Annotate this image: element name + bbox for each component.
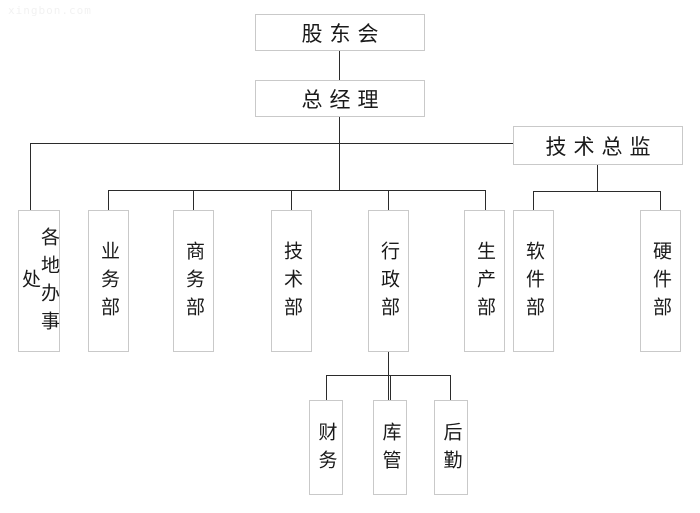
connector-shareholders-to-gm <box>339 50 340 81</box>
connector-drop-production <box>485 190 486 210</box>
node-production-dept[interactable]: 生产部 <box>464 210 505 352</box>
node-tech-director-label: 技术总监 <box>545 134 658 159</box>
node-hardware-dept-label: 硬件部 <box>650 241 672 325</box>
node-business-dept[interactable]: 业务部 <box>88 210 129 352</box>
connector-drop-finance <box>326 375 327 400</box>
node-finance-label: 财务 <box>315 421 338 478</box>
connector-gm-trunk <box>339 116 340 191</box>
node-production-dept-label: 生产部 <box>474 241 496 325</box>
node-admin-dept-label: 行政部 <box>378 241 400 325</box>
node-admin-dept[interactable]: 行政部 <box>368 210 409 352</box>
connector-drop-technology <box>291 190 292 210</box>
connector-admin-trunk <box>388 352 389 400</box>
node-technology-dept[interactable]: 技术部 <box>271 210 312 352</box>
node-finance[interactable]: 财务 <box>309 400 343 495</box>
connector-drop-admin <box>388 190 389 210</box>
node-technology-dept-label: 技术部 <box>281 241 303 325</box>
connector-drop-hardware <box>660 191 661 210</box>
connector-drop-regional-offices <box>30 143 31 210</box>
node-software-dept-label: 软件部 <box>523 241 545 325</box>
connector-techdirector-bus <box>533 191 660 192</box>
node-business-dept-label: 业务部 <box>98 241 120 325</box>
node-hardware-dept[interactable]: 硬件部 <box>640 210 681 352</box>
connector-drop-business <box>108 190 109 210</box>
connector-drop-warehouse <box>390 375 391 400</box>
node-regional-offices[interactable]: 各地办事处 <box>18 210 60 352</box>
node-general-manager-label: 总经理 <box>301 87 386 112</box>
node-warehouse-label: 库管 <box>379 421 402 478</box>
node-shareholders[interactable]: 股东会 <box>255 14 425 51</box>
connector-drop-logistics <box>450 375 451 400</box>
node-warehouse[interactable]: 库管 <box>373 400 407 495</box>
node-regional-offices-label: 各地办事处 <box>19 227 60 339</box>
connector-departments-bus <box>108 190 485 191</box>
connector-drop-software <box>533 191 534 210</box>
node-commerce-dept-label: 商务部 <box>183 241 205 325</box>
connector-techdirector-trunk <box>597 165 598 191</box>
node-commerce-dept[interactable]: 商务部 <box>173 210 214 352</box>
connector-drop-commerce <box>193 190 194 210</box>
node-logistics[interactable]: 后勤 <box>434 400 468 495</box>
node-tech-director[interactable]: 技术总监 <box>513 126 683 165</box>
node-shareholders-label: 股东会 <box>301 21 386 46</box>
node-software-dept[interactable]: 软件部 <box>513 210 554 352</box>
node-general-manager[interactable]: 总经理 <box>255 80 425 117</box>
connector-gm-top-bus <box>30 143 513 144</box>
connector-admin-children-bus <box>326 375 450 376</box>
watermark: xingbon.com <box>8 4 92 17</box>
node-logistics-label: 后勤 <box>440 421 463 478</box>
